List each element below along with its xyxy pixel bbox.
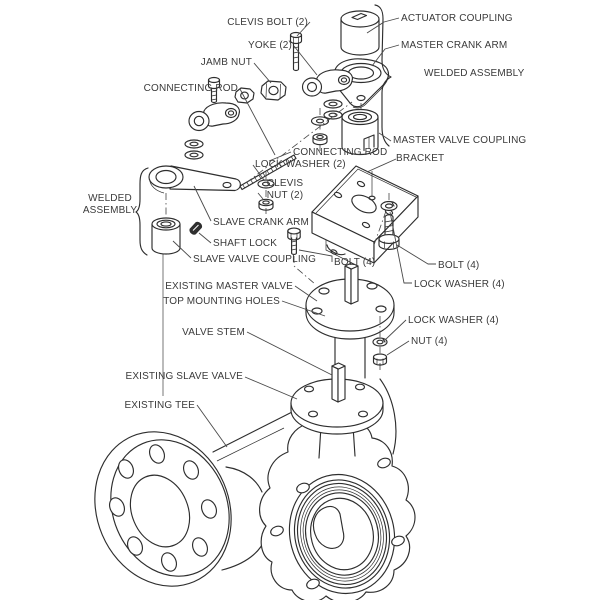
label-slave-valve-coupling: SLAVE VALVE COUPLING [193,254,317,265]
washer-nut-mid-drawing [257,172,275,214]
label-welded-assembly-right: WELDED ASSEMBLY [424,68,525,79]
label-master-valve-coupling: MASTER VALVE COUPLING [393,135,527,146]
label-lock-washer-4-upper: LOCK WASHER (4) [414,279,505,290]
label-lock-washer-2: LOCK WASHER (2) [255,159,346,170]
bolt-center-drawing [287,227,316,285]
master-valve-coupling-drawing [341,103,379,156]
label-bolt-4-right: BOLT (4) [438,260,480,271]
existing-tee-drawing [94,406,303,587]
bracket-drawing [311,165,419,264]
label-existing-slave-valve: EXISTING SLAVE VALVE [125,371,243,382]
label-bracket: BRACKET [396,153,445,164]
shaft-lock-drawing [189,221,203,235]
label-top-mounting-holes: TOP MOUNTING HOLES [163,296,280,307]
master-valve-flange-drawing [305,262,395,371]
label-yoke: YOKE (2) [248,40,292,51]
label-lock-washer-4-lower: LOCK WASHER (4) [408,315,499,326]
label-clevis-nut-2: CLEVIS NUT (2) [266,178,304,201]
label-valve-stem: VALVE STEM [182,327,245,338]
label-clevis-bolt: CLEVIS BOLT (2) [227,17,308,28]
yoke-assembly-lower-drawing [184,76,255,160]
slave-valve-flange-drawing [290,362,384,459]
connecting-rod-drawing [239,154,297,191]
label-connecting-rod-top: CONNECTING ROD [143,83,238,94]
lock-washer-4-part [372,337,388,347]
label-connecting-rod-mid: CONNECTING ROD [293,147,388,158]
leader-lines [172,17,436,448]
label-actuator-coupling: ACTUATOR COUPLING [401,13,513,24]
slave-crank-arm-drawing [148,165,241,396]
label-slave-crank-arm: SLAVE CRANK ARM [213,217,309,228]
label-existing-master-valve: EXISTING MASTER VALVE [165,281,293,292]
label-existing-tee: EXISTING TEE [124,400,195,411]
label-shaft-lock: SHAFT LOCK [213,238,278,249]
butterfly-valve-body-drawing [259,414,416,600]
label-bolt-4-center: BOLT (4) [334,257,376,268]
label-nut-4: NUT (4) [411,336,448,347]
label-welded-assembly-left: WELDED ASSEMBLY [82,193,138,216]
bolt-washer-right-drawing [378,193,400,250]
nut-4-part [372,353,388,366]
brace-right [374,4,392,147]
brace-left [135,167,149,256]
slave-valve-coupling-drawing [151,217,181,255]
label-master-crank-arm: MASTER CRANK ARM [401,40,508,51]
actuator-coupling-drawing [340,10,380,56]
yoke-assembly-upper-drawing [260,31,353,120]
washer-nut-left-pair-drawing [310,108,330,152]
label-jamb-nut: JAMB NUT [200,57,252,68]
